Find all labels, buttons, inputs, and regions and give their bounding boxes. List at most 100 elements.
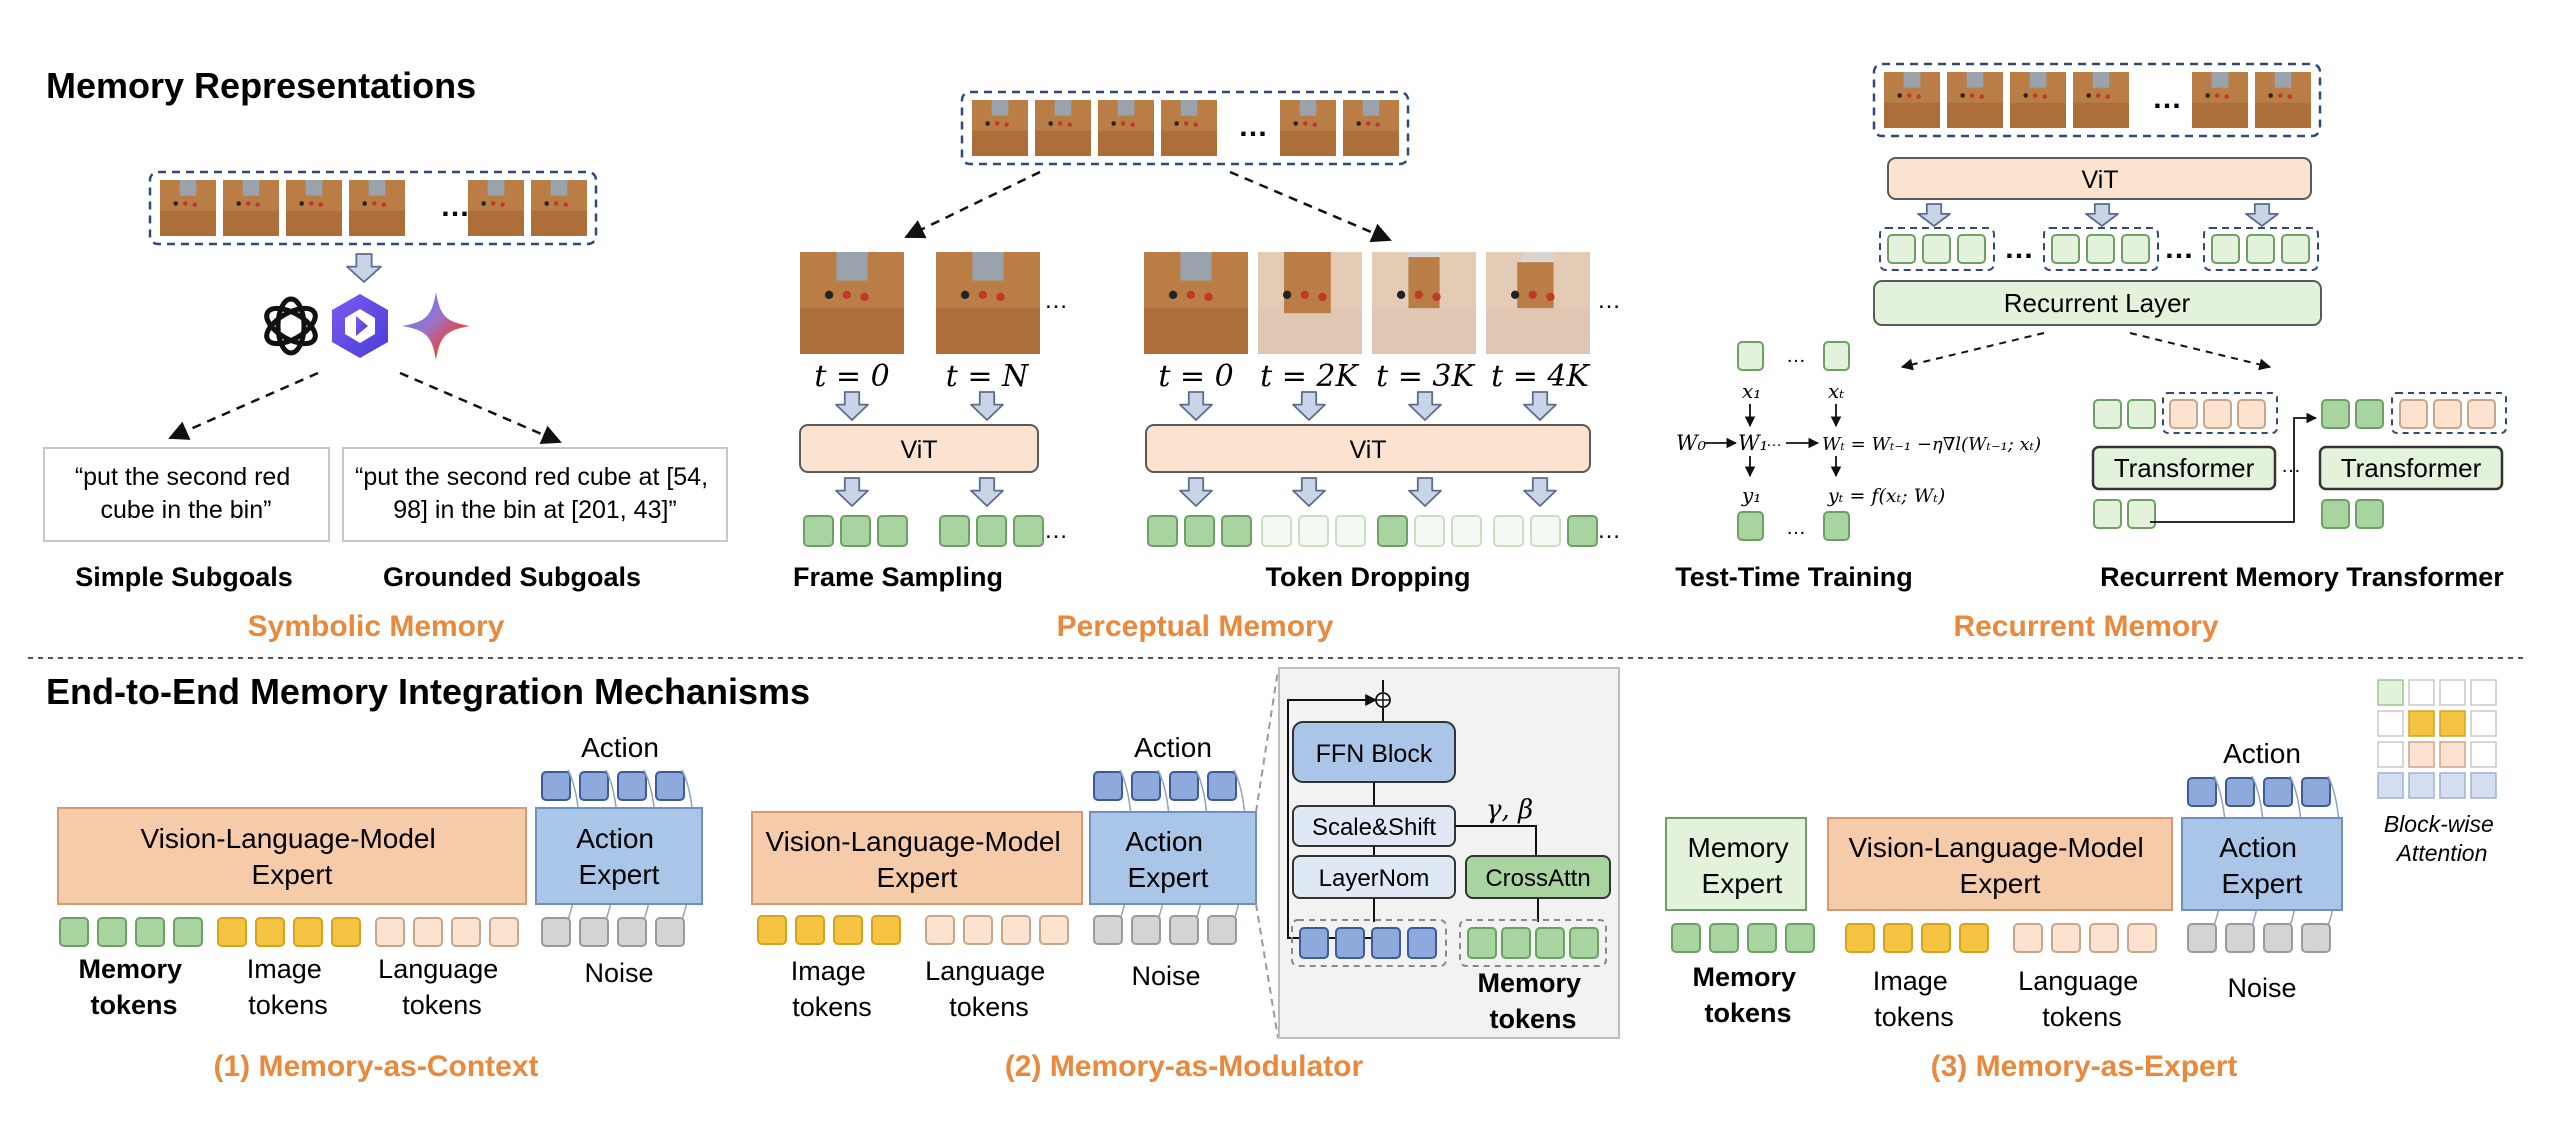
symbolic-branch-arrow-left [168,371,319,440]
symbolic-memory-category: Symbolic Memory [248,610,505,643]
table-shade [800,308,904,354]
robot-frame-image [223,180,279,236]
token-glight [2121,234,2150,264]
image-token [1883,923,1913,953]
robot-frame-image [2010,72,2066,128]
robot-frame-image [2073,72,2129,128]
red-cube-dot [1979,94,1984,99]
context-caption: (1) Memory-as-Context [213,1050,538,1083]
token-dropping-vit-label: ViT [1349,436,1386,464]
modulator-action-label: Action [1134,732,1212,763]
ttt-output-token-1 [1737,511,1764,541]
memory-token [1535,927,1565,959]
legend-cell [2408,679,2435,706]
expert-tokens [1671,775,2341,953]
image-token [1921,923,1951,953]
legend-cell [2439,710,2466,737]
block-wise-attention-label: Block-wise Attention [2384,811,2500,866]
token-dropping-label: Token Dropping [1266,562,1471,592]
table-shade [1280,130,1336,156]
red-cube-dot [2287,94,2292,99]
robot-arm [368,180,386,196]
ttt-w1: W₁ [1738,431,1768,455]
object-dot [824,290,834,299]
robot-arm [1180,100,1198,116]
robot-frame-image [160,180,216,236]
legend-cell [2470,741,2497,768]
recurrent-memory-transformer-label: Recurrent Memory Transformer [2100,562,2504,592]
test-time-training-label: Test-Time Training [1675,562,1913,592]
recurrent-token-group [2043,227,2159,271]
token-green [1377,515,1408,547]
memory-token [1501,927,1531,959]
token-glight [2246,234,2275,264]
context-language-tokens-label: Language tokens [378,954,506,1020]
table-shade [1035,130,1091,156]
symbolic-frames [160,180,587,236]
ttt-input-ellipsis: … [1786,345,1806,367]
red-cube-dot [1004,122,1009,127]
noise-token [1207,915,1237,945]
token-gfaint [1493,515,1524,547]
red-cube-dot [1067,122,1072,127]
action-token [1335,927,1365,959]
action-token [1407,927,1437,959]
expert-action-expert-label: Action Expert [2219,832,2305,899]
object-dot [2023,93,2028,98]
noise-token [541,917,571,947]
action-token [2225,777,2255,807]
memory-token [1747,923,1777,953]
perceptual-sampled-frames [800,252,1590,354]
action-token [1299,927,1329,959]
frame-tokens-ellipsis: … [1044,517,1068,544]
image-token [331,917,361,947]
noise-token [2301,923,2331,953]
robot-arm [487,180,505,196]
action-token [1207,771,1237,801]
token-peach [2169,399,2198,429]
inset-crossattn-to-scale [1455,825,1537,856]
inset-action-token-group [1291,919,1447,967]
object-dot [985,121,990,126]
qwen-icon [332,294,388,358]
recurrent-tokens-ellipsis-1: … [2004,232,2034,265]
token-time-0: t = 0 [1158,359,1233,394]
action-token [1169,771,1199,801]
red-cube-dot [1528,290,1537,299]
token-glight [2093,399,2122,429]
red-cube-dot [2032,93,2038,98]
down-arrow-icon [1292,477,1326,507]
down-arrow-icon [1179,477,1213,507]
token-gfaint [1451,515,1482,547]
down-arrow-icon [835,477,869,507]
language-token [375,917,405,947]
robot-arm [305,180,323,196]
recurrent-vit-box [1887,157,2312,200]
image-token [1845,923,1875,953]
table-shade [1144,308,1248,354]
table-shade [2255,102,2311,128]
modulator-vlm-expert-label: Vision-Language-Model Expert [765,826,1068,893]
token-peach [2433,399,2462,429]
kept-token-patch [1517,262,1554,309]
red-cube-dot [1969,93,1975,98]
perceptual-branch-arrow-right [1229,170,1392,243]
robot-arm [1362,100,1380,116]
frame-sampling-label: Frame Sampling [793,562,1003,592]
token-gfaint [1298,515,1329,547]
table-shade [223,210,279,236]
ffn-block-label: FFN Block [1316,740,1433,768]
modulator-action-expert-label: Action Expert [1125,826,1211,893]
object-dot [1960,93,1965,98]
robot-frame-image [1947,72,2003,128]
token-green [939,515,970,547]
object-dot [1356,121,1361,126]
red-cube-dot [1300,290,1309,299]
object-dot [2268,93,2273,98]
memory-token [59,917,89,947]
object-dot [1396,290,1406,299]
zoom-connector-bottom [1255,903,1279,1039]
language-token [1039,915,1069,945]
table-shade [1947,102,2003,128]
transformer-label-2: Transformer [2341,453,2482,483]
